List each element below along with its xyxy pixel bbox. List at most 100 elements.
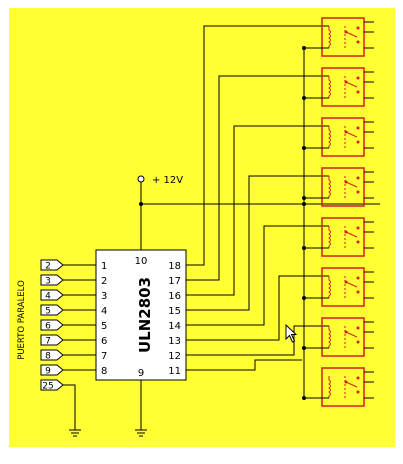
coil-icon (328, 376, 331, 398)
relay-outline (321, 117, 365, 157)
ground-icon (135, 429, 147, 437)
port-pin: 8 (40, 349, 64, 362)
port-pin-connector (40, 304, 64, 316)
chip-pin-left: 2 (101, 276, 107, 287)
port-pin-connector (40, 364, 64, 376)
relay-outline (321, 367, 365, 407)
switch-contact-icon (344, 276, 360, 298)
switch-contact-icon (344, 376, 360, 398)
relay-bank (304, 17, 374, 407)
contact-dot (356, 90, 360, 94)
port-ground-wire (63, 384, 76, 430)
port-pin-connector (40, 379, 64, 391)
chip-pin-left: 7 (101, 351, 107, 362)
coil-icon (328, 26, 331, 48)
port-pin-label: 5 (45, 307, 51, 317)
switch-contact-icon (344, 76, 360, 98)
contact-dot (356, 326, 360, 330)
coil-icon (328, 176, 331, 198)
port-label: PUERTO PARALELO (17, 280, 27, 360)
port-pin-label: 6 (45, 322, 51, 332)
chip-pin-bottom: 9 (138, 368, 144, 379)
contact-dot (356, 126, 360, 130)
port-pin: 25 (40, 379, 64, 392)
coil-drive-wire (186, 275, 329, 341)
relay-outline (321, 317, 365, 357)
contact-dot (356, 390, 360, 394)
port-pin-connector (40, 349, 64, 361)
contact-blade (345, 331, 358, 338)
coil-drive-wire (186, 359, 302, 371)
chip-pin-right: 17 (168, 276, 181, 287)
chip-pin-left: 4 (101, 306, 107, 317)
relay (304, 67, 374, 107)
grounds (69, 429, 147, 437)
contact-dot (356, 276, 360, 280)
contact-dot (356, 376, 360, 380)
contact-dot (356, 340, 360, 344)
relay (304, 367, 374, 407)
contact-blade (345, 231, 358, 238)
port-pin-connector (40, 274, 64, 286)
coil-icon (328, 76, 331, 98)
relay (304, 317, 374, 357)
chip-pin-right: 11 (168, 366, 181, 377)
chip-body (95, 249, 187, 381)
contact-dot (356, 40, 360, 44)
relay (304, 267, 374, 307)
chip-pin-left: 1 (101, 261, 107, 272)
chip-pin-right: 15 (168, 306, 181, 317)
contact-dot (356, 76, 360, 80)
port-pin-connector (40, 259, 64, 271)
port-pin: 2 (40, 259, 64, 272)
contact-dot (356, 226, 360, 230)
supply-junction-dot (139, 202, 143, 206)
contact-dot (356, 290, 360, 294)
bus-junction-dot (302, 202, 306, 206)
port-pin-connector (40, 289, 64, 301)
switch-contact-icon (344, 326, 360, 348)
port-pin: 3 (40, 274, 64, 287)
chip-pin-left: 8 (101, 366, 107, 377)
coil-drive-wire (186, 75, 329, 281)
port-pin: 6 (40, 319, 64, 332)
relay-outline (321, 167, 365, 207)
supply-label: + 12V (152, 175, 183, 186)
switch-contact-icon (344, 176, 360, 198)
relay-outline (321, 217, 365, 257)
schematic-background (9, 8, 395, 447)
relay (304, 17, 374, 57)
coil-icon (328, 126, 331, 148)
port-pin-label: 25 (42, 382, 53, 392)
chip-pin-right: 18 (168, 261, 181, 272)
chip-pin-left: 6 (101, 336, 107, 347)
relay-outline (321, 67, 365, 107)
relay (304, 117, 374, 157)
relay-outline (321, 17, 365, 57)
port-pin-label: 2 (45, 262, 51, 272)
contact-dot (356, 240, 360, 244)
ground-icon (69, 429, 81, 437)
contact-blade (345, 181, 358, 188)
chip-pin-right: 14 (168, 321, 181, 332)
chip-name: ULN2803 (136, 277, 154, 353)
contact-dot (356, 140, 360, 144)
switch-contact-icon (344, 126, 360, 148)
coil-drive-wire (186, 25, 329, 266)
relay (304, 217, 374, 257)
contact-blade (345, 381, 358, 388)
contact-blade (345, 131, 358, 138)
chip-pin-top: 10 (135, 256, 148, 267)
coil-drive-wire (186, 125, 329, 296)
coil-icon (328, 276, 331, 298)
supply-terminal (137, 175, 145, 183)
coil-drive-wire (186, 225, 329, 326)
port-pin-label: 9 (45, 367, 51, 377)
port-pin-label: 7 (45, 337, 51, 347)
wires (63, 25, 380, 430)
port-pin-connector (40, 334, 64, 346)
coil-icon (328, 326, 331, 348)
